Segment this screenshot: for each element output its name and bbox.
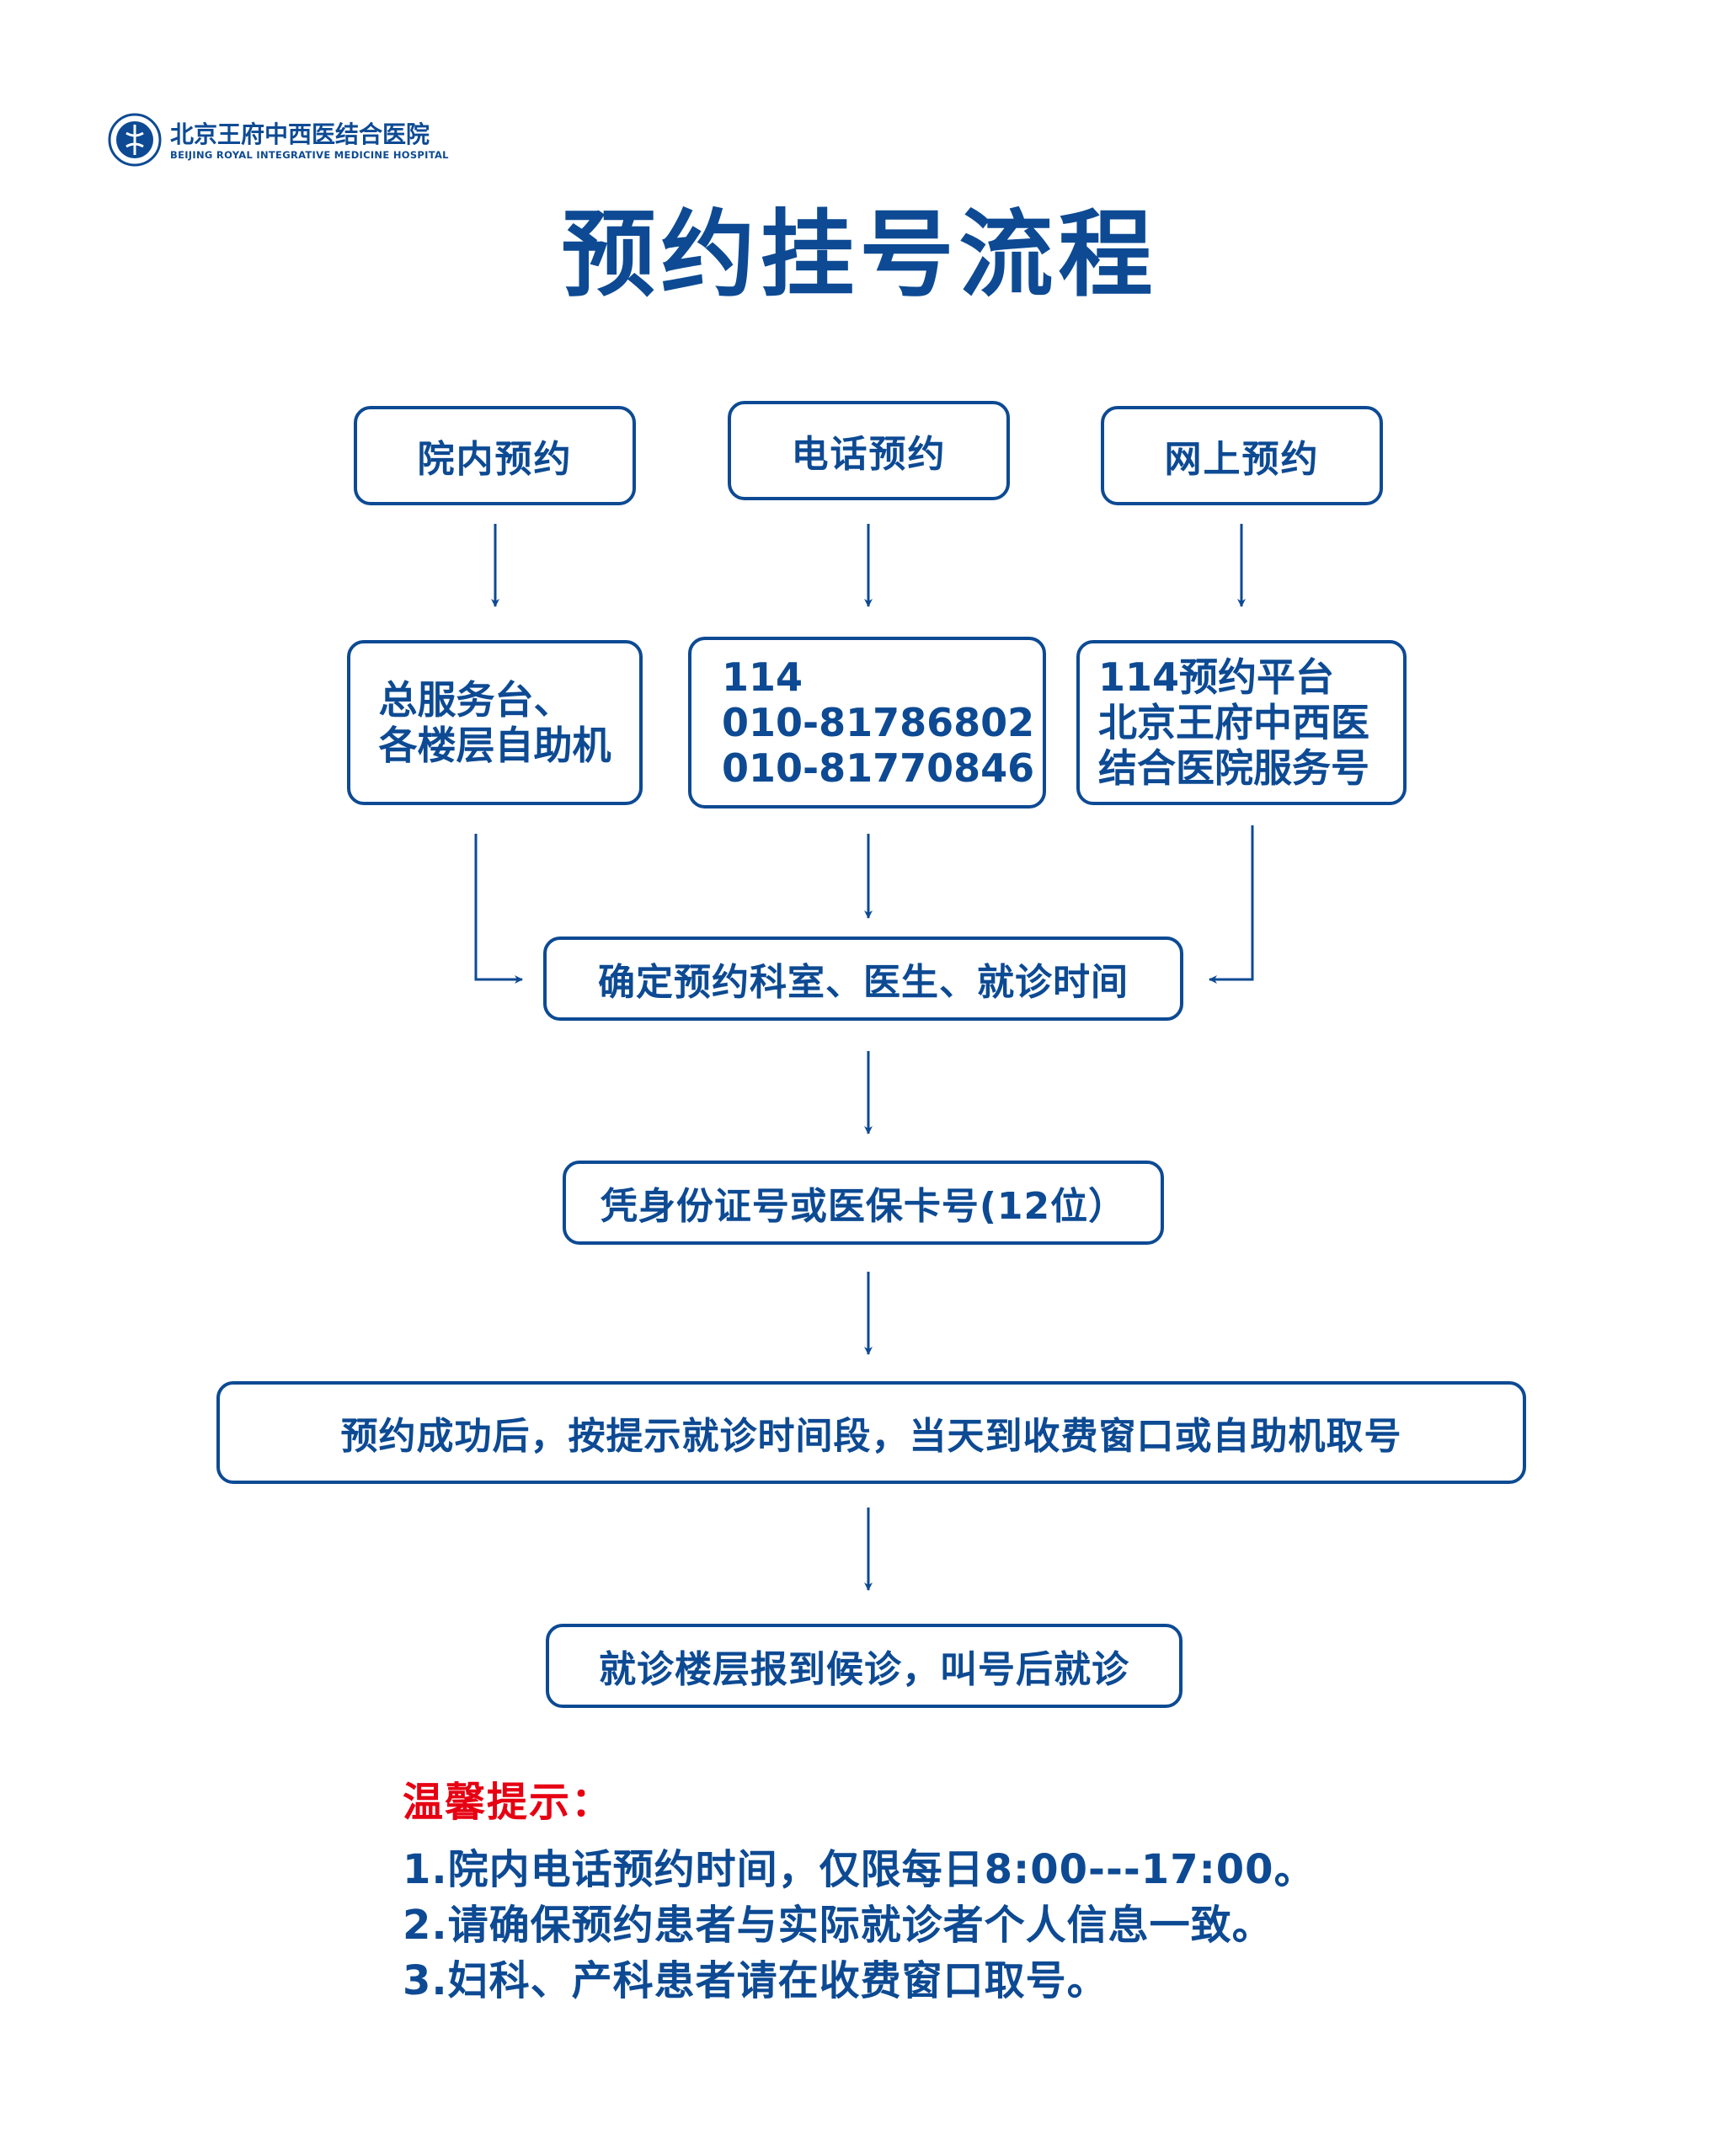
detail-online-line-2: 北京王府中西医 — [1098, 700, 1369, 745]
detail-phone-line-2: 010-81786802 — [722, 700, 1035, 745]
step-2-text: 凭身份证号或医保卡号(12位） — [600, 1185, 1127, 1228]
detail-online-line-1: 114预约平台 — [1098, 654, 1335, 700]
step-3-text: 预约成功后，按提示就诊时间段，当天到收费窗口或自助机取号 — [340, 1415, 1402, 1458]
step-box-1: 确定预约科室、医生、就诊时间 — [543, 937, 1183, 1021]
page-title: 预约挂号流程 — [561, 200, 1158, 310]
channel-box-online: 网上预约 — [1101, 406, 1383, 505]
channel-label-online: 网上预约 — [1164, 438, 1320, 481]
detail-box-online: 114预约平台 北京王府中西医 结合医院服务号 — [1076, 640, 1407, 805]
hospital-logo-emblem — [108, 113, 162, 167]
arrow-detail3-to-step1 — [1209, 825, 1254, 984]
arrow-detail1-to-step1 — [474, 834, 523, 984]
channel-label-phone: 电话预约 — [791, 433, 947, 476]
hospital-name-en: BEIJING ROYAL INTEGRATIVE MEDICINE HOSPI… — [170, 149, 449, 161]
detail-online-line-3: 结合医院服务号 — [1098, 745, 1369, 791]
tips-title: 温馨提示： — [403, 1779, 614, 1826]
detail-onsite-line-2: 各楼层自助机 — [378, 723, 611, 768]
detail-phone-line-1: 114 — [722, 654, 803, 700]
step-box-2: 凭身份证号或医保卡号(12位） — [563, 1161, 1164, 1245]
hospital-name-cn: 北京王府中西医结合医院 — [170, 120, 430, 148]
channel-box-onsite: 院内预约 — [354, 406, 636, 505]
step-1-text: 确定预约科室、医生、就诊时间 — [598, 961, 1129, 1004]
step-4-text: 就诊楼层报到候诊，叫号后就诊 — [599, 1648, 1129, 1691]
step-box-3: 预约成功后，按提示就诊时间段，当天到收费窗口或自助机取号 — [216, 1381, 1526, 1484]
step-box-4: 就诊楼层报到候诊，叫号后就诊 — [546, 1624, 1182, 1708]
detail-box-onsite: 总服务台、 各楼层自助机 — [347, 640, 643, 805]
tip-item: 2.请确保预约患者与实际就诊者个人信息一致。 — [403, 1902, 1273, 1949]
tip-item: 3.妇科、产科患者请在收费窗口取号。 — [403, 1957, 1108, 2004]
detail-box-phone: 114 010-81786802 010-81770846 — [688, 637, 1046, 808]
detail-phone-line-3: 010-81770846 — [722, 745, 1035, 791]
channel-label-onsite: 院内预约 — [417, 438, 573, 481]
channel-box-phone: 电话预约 — [728, 401, 1010, 500]
detail-onsite-line-1: 总服务台、 — [378, 677, 573, 723]
tip-item: 1.院内电话预约时间，仅限每日8:00---17:00。 — [403, 1846, 1316, 1893]
